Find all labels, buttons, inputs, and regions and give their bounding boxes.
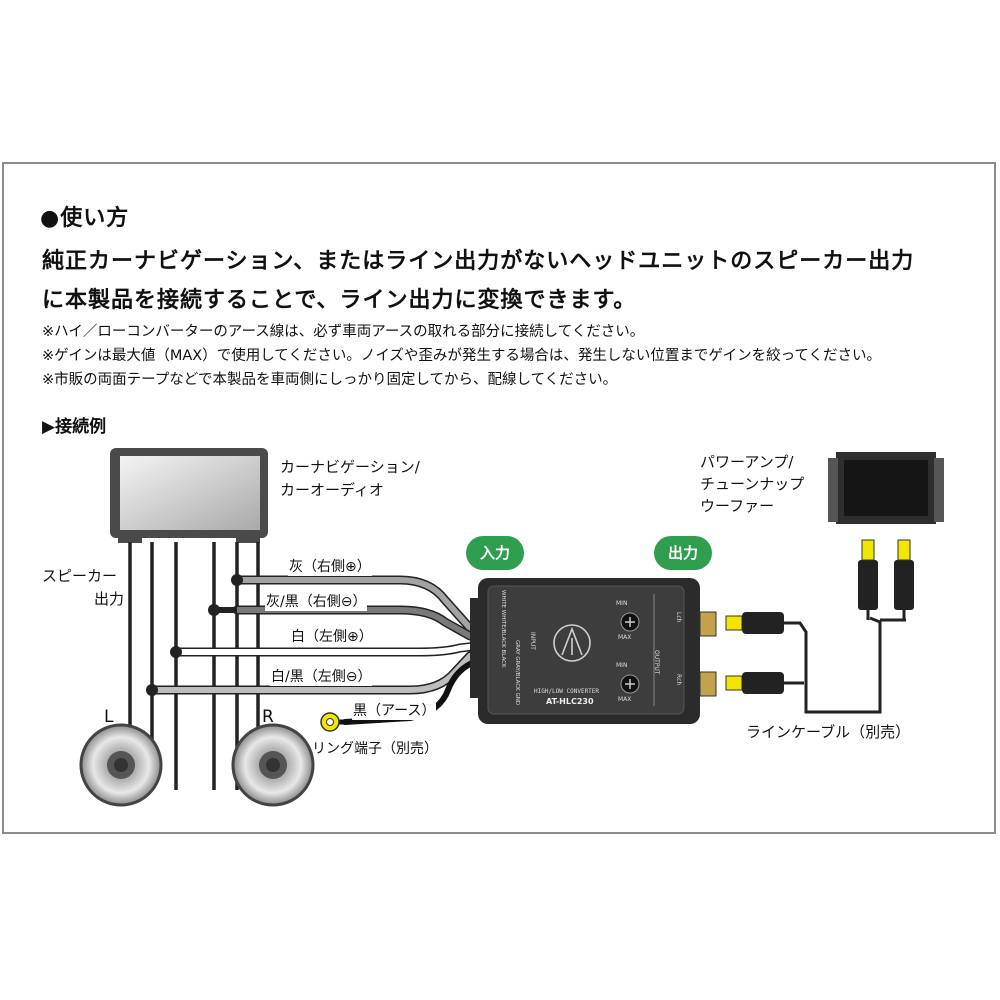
rca-plugs-device	[725, 612, 784, 694]
converter-device	[470, 578, 717, 724]
device-subtitle: HIGH/LOW CONVERTER	[534, 688, 600, 695]
input-badge: 入力	[466, 536, 524, 570]
speaker-left	[79, 723, 163, 807]
device-max-1: MAX	[618, 634, 632, 641]
amp-label-line-2: チューンナップ	[700, 475, 805, 493]
device-max-2: MAX	[618, 696, 632, 703]
power-amp	[828, 452, 944, 524]
wire-label-gray-plus: 灰（右側⊕）	[288, 556, 372, 576]
speaker-right	[231, 723, 315, 807]
wire-label-gray-black-minus: 灰/黒（右側⊖）	[265, 591, 368, 611]
amp-label-line-1: パワーアンプ/	[700, 453, 794, 471]
rca-plugs-amp	[858, 539, 914, 620]
wire-label-white-plus: 白（左側⊕）	[290, 626, 374, 646]
device-input-label: INPUT	[529, 632, 536, 650]
note-2: ※ゲインは最大値（MAX）で使用してください。ノイズや歪みが発生する場合は、発生…	[42, 348, 881, 364]
navi-label-line-1: カーナビゲーション/	[280, 458, 420, 476]
device-output-label: OUTPUT	[653, 650, 660, 675]
speaker-l-label: L	[104, 707, 114, 727]
ring-terminal-label: リング端子（別売）	[312, 741, 438, 757]
junction-dots	[146, 574, 243, 696]
device-right-colors: GRAY GRAY/BLACK GND	[514, 640, 520, 706]
intro-line-1: 純正カーナビゲーション、またはライン出力がないヘッドユニットのスピーカー出力	[42, 249, 915, 274]
ring-terminal	[320, 712, 348, 732]
device-model: AT-HLC230	[546, 697, 594, 706]
note-3: ※市販の両面テープなどで本製品を車両側にしっかり固定してから、配線してください。	[42, 372, 618, 388]
amp-label-line-3: ウーファー	[700, 497, 775, 515]
wire-label-white-black-minus: 白/黒（左側⊖）	[270, 666, 373, 686]
output-badge: 出力	[654, 536, 712, 570]
note-1: ※ハイ／ローコンバーターのアース線は、必ず車両アースの取れる部分に接続してくださ…	[42, 324, 645, 340]
device-min-1: MIN	[616, 600, 628, 607]
device-min-2: MIN	[616, 662, 628, 669]
line-cable-label: ラインケーブル（別売）	[746, 723, 911, 741]
speaker-output-label-1: スピーカー	[42, 567, 118, 585]
converter-wires	[147, 575, 500, 725]
navi-label-line-2: カーオーディオ	[280, 481, 384, 499]
speaker-output-label-2: 出力	[94, 590, 125, 608]
intro-line-2: に本製品を接続することで、ライン出力に変換できます。	[42, 288, 637, 313]
line-cables	[784, 616, 906, 714]
device-left-colors: WHITE WHITE/BLACK BLACK	[500, 590, 506, 668]
device-rch-label: Rch	[675, 674, 682, 686]
wire-label-black-ground: 黒（アース）	[352, 700, 437, 720]
section-heading: ●使い方	[40, 206, 130, 231]
car-navigation-unit	[110, 448, 268, 543]
device-lch-label: Lch	[675, 612, 682, 623]
speaker-r-label: R	[262, 707, 274, 727]
connection-example-title: ▶接続例	[42, 417, 107, 437]
